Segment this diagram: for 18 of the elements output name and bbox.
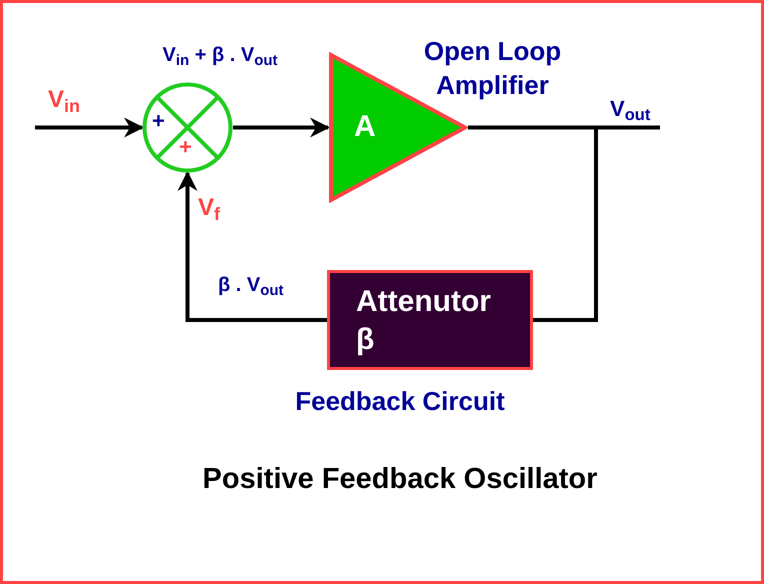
arrow (35, 118, 144, 138)
summing-junction (142, 82, 233, 173)
signal-label: β . V$_{out}$ (218, 273, 284, 300)
feedback-block (327, 270, 533, 370)
caption: Positive Feedback Oscillator (202, 462, 598, 497)
block-caption: Open Loop Amplifier (422, 35, 562, 102)
block-caption: V$_{in}$ + β . V$_{out}$ (161, 43, 279, 70)
signal-label: V$_{in}$ (48, 85, 80, 118)
arrow (178, 171, 327, 322)
block-caption: Feedback Circuit (294, 385, 506, 418)
plus-sign: + (179, 136, 192, 158)
connector-line (468, 126, 598, 322)
signal-label: V$_{f}$ (198, 193, 220, 226)
block-title: Attenutor β (356, 284, 492, 358)
gain-label: A (354, 110, 376, 144)
arrow (233, 118, 330, 138)
plus-sign: + (152, 110, 165, 132)
signal-label: V$_{out}$ (610, 95, 650, 125)
